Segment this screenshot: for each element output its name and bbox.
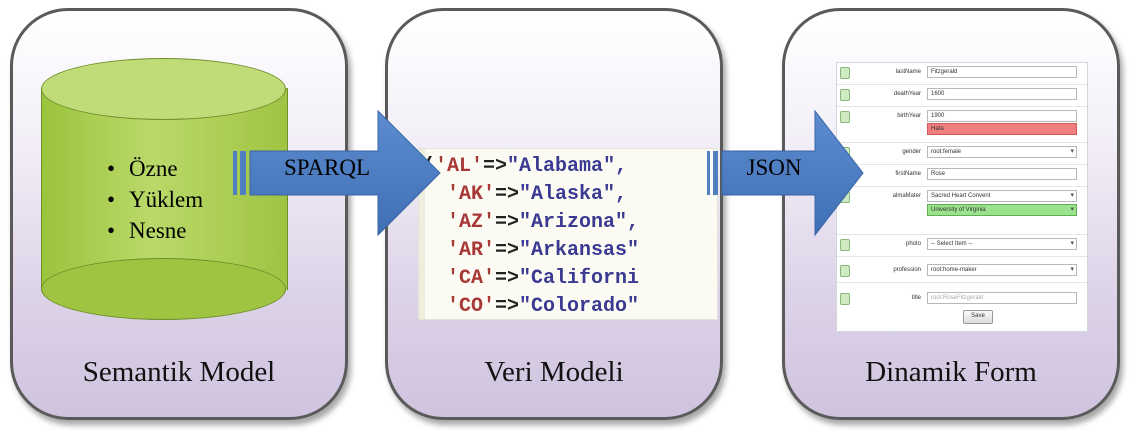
field-label: gender [902, 149, 921, 155]
form-row: deathYear 1600 [837, 85, 1087, 107]
form-row: gender root:female [837, 143, 1087, 165]
save-button[interactable]: Save [963, 310, 993, 324]
panel-caption: Dinamik Form [865, 356, 1037, 388]
form-row: lastName Fitzgerald [837, 63, 1087, 85]
code-line: 'AK'=>"Alaska", [447, 183, 628, 206]
field-input[interactable]: root:RoseFitzgerald [927, 292, 1077, 304]
sparql-label: SPARQL [283, 155, 371, 180]
code-line: 'CO'=>"Colorado" [447, 295, 640, 318]
field-status-icon [840, 239, 850, 251]
field-label: lastName [895, 69, 921, 75]
code-line: 'CA'=>"Californi [447, 267, 640, 290]
form-row: title root:RoseFitzgerald [837, 289, 1087, 311]
json-arrow-icon [707, 109, 864, 237]
bullet-predicate: Yüklem [107, 184, 203, 215]
field-status-icon [840, 89, 850, 101]
code-snippet: ('AL'=>"Alabama", 'AK'=>"Alaska", 'AZ'=>… [418, 148, 718, 320]
field-label: photo [905, 241, 921, 247]
code-line: 'AR'=>"Arkansas" [447, 239, 640, 262]
field-select[interactable]: Sacred Heart Convent [927, 190, 1077, 202]
form-row: profession root:home-maker [837, 261, 1087, 283]
field-status-icon [840, 67, 850, 79]
field-label: title [911, 295, 921, 301]
form-row: firstName Rose [837, 165, 1087, 187]
semantic-model-panel: Özne Yüklem Nesne Semantik Model [10, 8, 348, 420]
field-error-message: Hata [927, 123, 1077, 135]
field-status-icon [840, 111, 850, 123]
field-select[interactable]: -- Select Item -- [927, 238, 1077, 250]
panel-caption: Semantik Model [82, 356, 276, 388]
field-label: almaMater [892, 193, 921, 199]
field-input[interactable]: 1900 [927, 110, 1077, 122]
bullet-object: Nesne [107, 215, 203, 246]
field-label: firstName [895, 171, 921, 177]
json-label: JSON [746, 155, 802, 180]
code-line: 'AZ'=>"Arizona", [447, 211, 640, 234]
field-label: birthYear [897, 113, 921, 119]
panel-caption: Veri Modeli [484, 356, 624, 388]
field-status-icon [840, 265, 850, 277]
field-select[interactable]: root:home-maker [927, 264, 1077, 276]
form-row: birthYear 1900 Hata [837, 107, 1087, 143]
database-cylinder-icon: Özne Yüklem Nesne [41, 58, 288, 320]
bullet-subject: Özne [107, 153, 203, 184]
field-status-icon [840, 293, 850, 305]
form-screenshot: lastName Fitzgerald deathYear 1600 birth… [836, 62, 1088, 332]
form-row: photo -- Select Item -- [837, 235, 1087, 257]
field-select-selected[interactable]: University of Virginia [927, 204, 1077, 216]
field-input[interactable]: 1600 [927, 88, 1077, 100]
field-select[interactable]: root:female [927, 146, 1077, 158]
form-row: almaMater Sacred Heart Convent Universit… [837, 187, 1087, 235]
code-line: ('AL'=>"Alabama", [423, 155, 628, 178]
triple-list: Özne Yüklem Nesne [107, 153, 203, 246]
field-input[interactable]: Rose [927, 168, 1077, 180]
sparql-arrow-icon [233, 109, 441, 237]
field-label: deathYear [893, 91, 921, 97]
field-label: profession [893, 267, 921, 273]
field-input[interactable]: Fitzgerald [927, 66, 1077, 78]
